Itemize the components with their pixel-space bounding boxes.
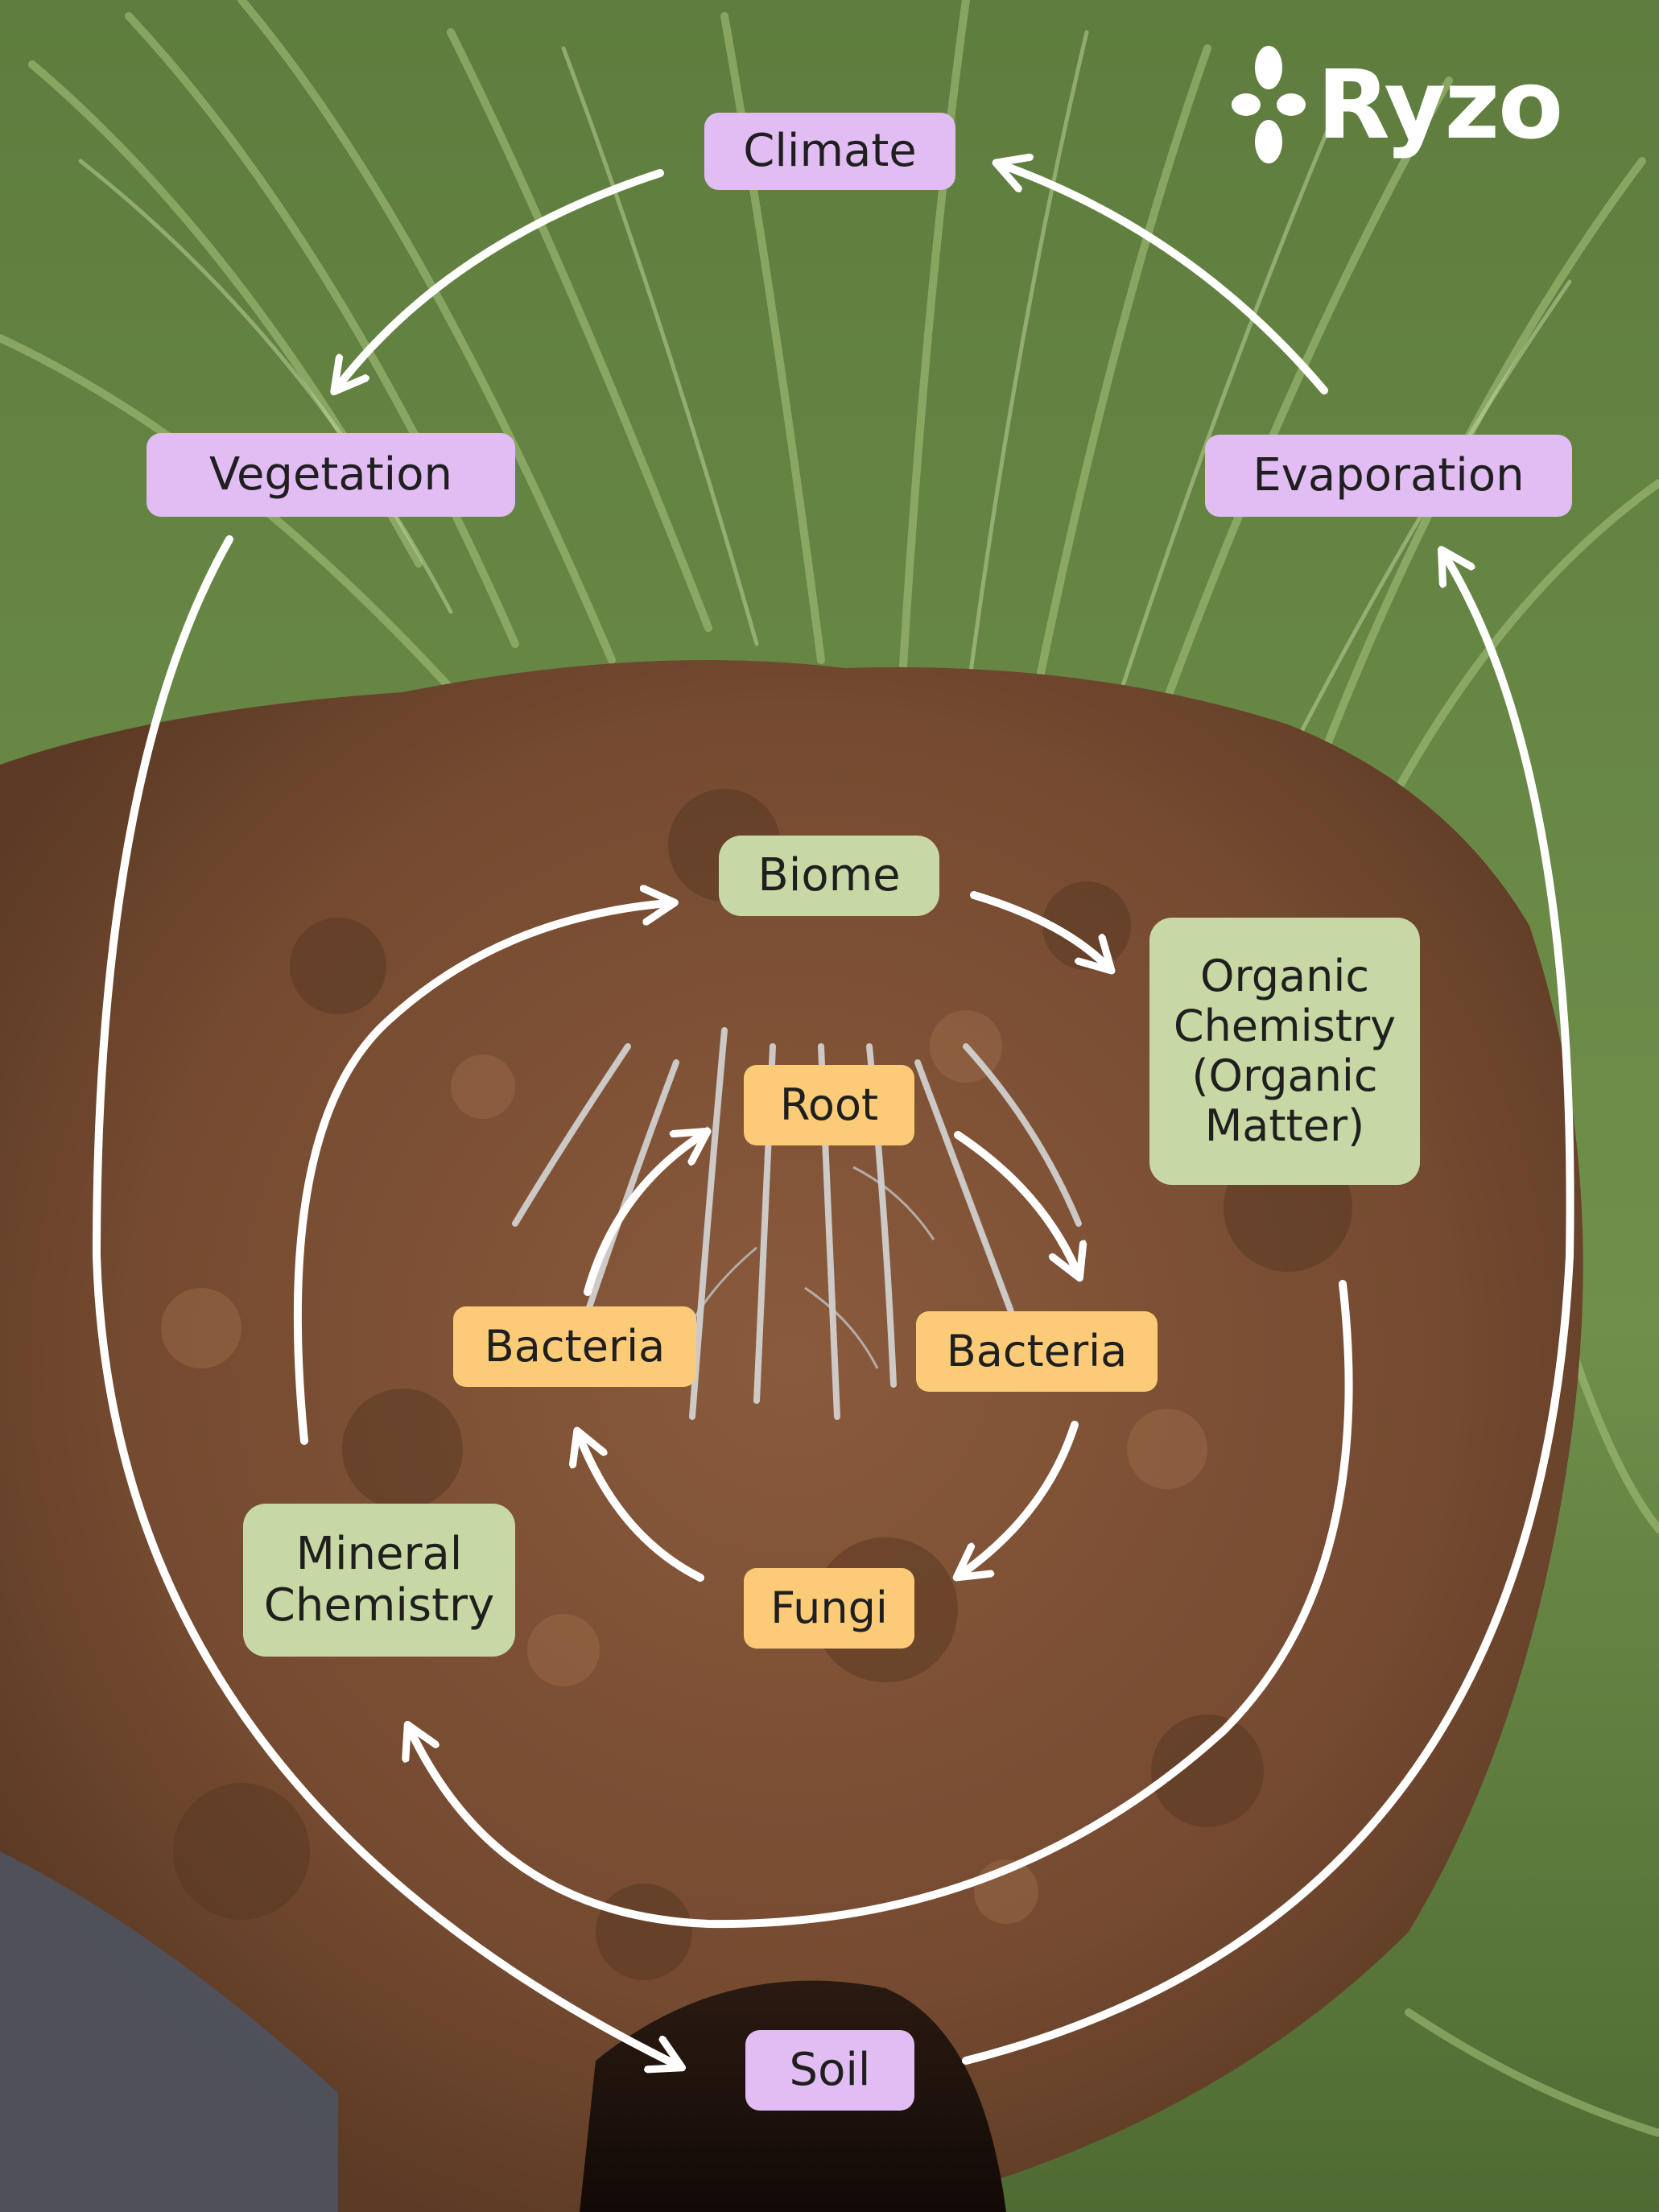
arrow-bacteria-left-to-root [584,1135,702,1296]
node-bacteria-left: Bacteria [453,1306,696,1387]
arrow-soil-to-evaporation [962,555,1574,2065]
node-vegetation: Vegetation [147,433,515,517]
node-mineral-chemistry: Mineral Chemistry [243,1504,515,1657]
node-root: Root [744,1065,914,1145]
node-organic-chemistry: Organic Chemistry (Organic Matter) [1149,918,1420,1185]
arrow-mineral-to-biome [293,903,668,1445]
arrow-evaporation-to-climate [1002,165,1328,394]
arrow-climate-to-vegetation [338,169,664,386]
arrow-biome-to-organic [970,891,1107,966]
arrow-vegetation-to-soil [92,535,676,2065]
node-fungi: Fungi [744,1568,914,1649]
arrow-root-to-bacteria-right [954,1131,1077,1272]
node-soil: Soil [745,2030,914,2111]
clover-logo-icon [1232,46,1306,163]
arrow-organic-to-mineral [411,1280,1353,1929]
arrow-fungi-to-bacteria-left [580,1437,704,1582]
node-bacteria-right: Bacteria [916,1311,1158,1392]
arrow-bacteria-right-to-fungi [962,1421,1079,1574]
node-evaporation: Evaporation [1205,435,1572,517]
node-climate: Climate [704,113,955,190]
brand-name: Ryzo [1317,49,1563,160]
node-biome: Biome [719,836,939,916]
ryzo-logo: Ryzo [1232,40,1563,169]
